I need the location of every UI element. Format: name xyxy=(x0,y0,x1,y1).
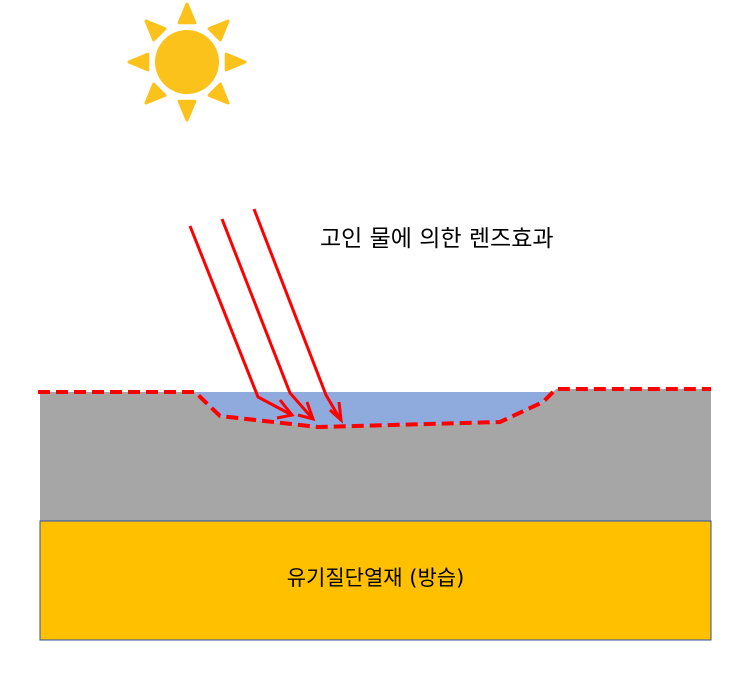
arrowhead-2 xyxy=(297,401,316,422)
sun-ray xyxy=(177,2,197,25)
insulation-layer xyxy=(39,520,712,641)
sun-ray xyxy=(144,82,167,105)
ray-3 xyxy=(252,208,342,420)
surface-dashed-line xyxy=(38,387,711,430)
sun-ray xyxy=(224,52,247,72)
concrete-slab xyxy=(40,389,711,521)
sun-ray xyxy=(207,82,230,105)
arrowhead-3 xyxy=(328,401,343,424)
sun-ray xyxy=(207,19,230,42)
arrowhead-1 xyxy=(276,399,295,420)
diagram-title: 고인 물에 의한 렌즈효과 xyxy=(320,226,554,252)
ray-2 xyxy=(220,218,314,419)
insulation-label: 유기질단열재 (방습) xyxy=(286,566,465,590)
sun-ray xyxy=(127,52,150,72)
sunlight-rays xyxy=(188,208,343,424)
sun-icon xyxy=(127,2,247,122)
ray-1 xyxy=(188,225,291,416)
sun-ray xyxy=(177,99,197,122)
sun-ray xyxy=(144,19,167,42)
ponding-water xyxy=(195,392,550,427)
